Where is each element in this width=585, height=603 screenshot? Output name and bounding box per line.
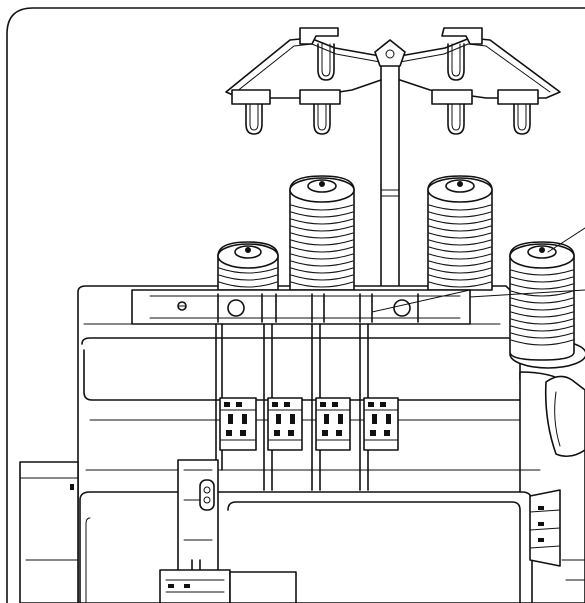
tension-dial-4[interactable] xyxy=(363,397,399,451)
thread-spool-back-right xyxy=(427,175,493,291)
thread-stand-pole xyxy=(380,65,400,301)
tension-dial-1[interactable] xyxy=(219,397,257,451)
thread-guide-hook xyxy=(231,89,271,135)
left-base xyxy=(19,461,79,603)
thread-spool-back-left xyxy=(289,175,355,291)
front-lower-panel xyxy=(79,491,533,603)
tension-dial-3[interactable] xyxy=(315,397,351,451)
tension-dial-2[interactable] xyxy=(267,397,303,451)
spool-thread-windings xyxy=(428,204,492,288)
thread-guide-arm-left xyxy=(225,37,382,99)
thread-spool-front-left xyxy=(217,241,279,291)
thread-stand-hub xyxy=(374,39,406,67)
spool-thread-windings xyxy=(290,204,354,288)
figure-frame xyxy=(6,7,585,603)
thread-guide-hook xyxy=(497,89,539,135)
thread-guide-arm-right xyxy=(399,37,561,99)
thread-guide-hook xyxy=(299,27,339,81)
thread-guide-hook xyxy=(441,27,483,81)
spool-thread-windings xyxy=(218,267,278,288)
needle-bar-assembly xyxy=(159,459,297,603)
spool-thread-windings xyxy=(510,269,574,346)
thread-stand xyxy=(225,27,561,301)
thread-guide-hook xyxy=(299,89,341,135)
thread-spool-front-right xyxy=(509,241,585,369)
tension-guide-tray xyxy=(131,289,471,325)
leader-line-upper xyxy=(547,227,585,253)
thread-guide-hook xyxy=(431,89,473,135)
